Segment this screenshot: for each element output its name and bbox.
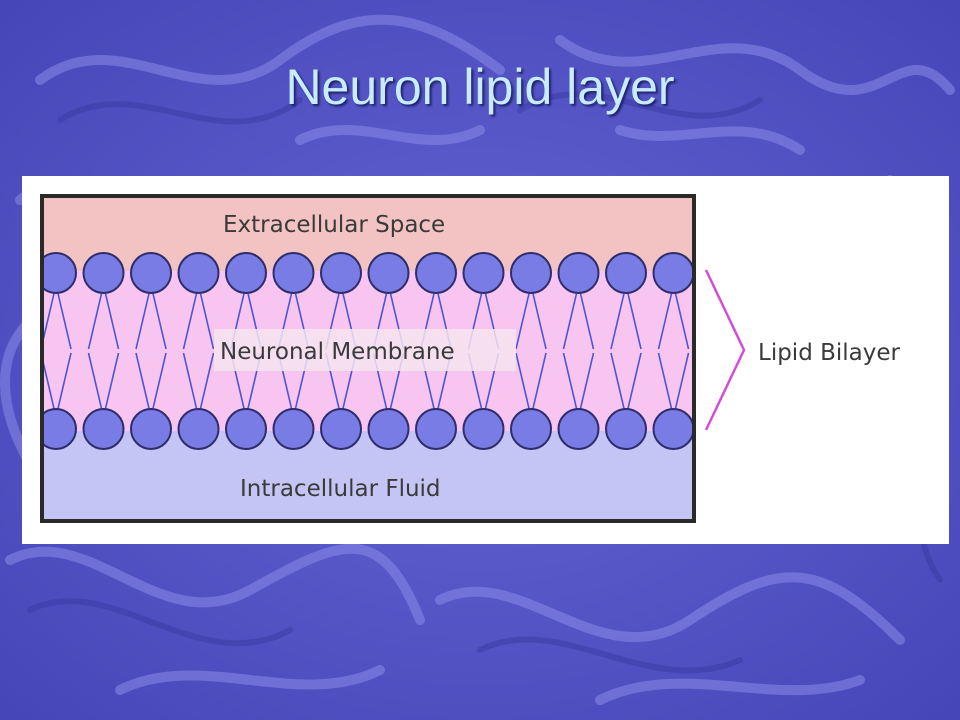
lipid-head [652,408,694,450]
lipid-head [42,408,77,450]
lipid-tail [610,284,627,350]
lipid-tail [562,284,580,350]
intracellular-fluid-label: Intracellular Fluid [240,476,441,502]
lipid-head [177,408,220,450]
lipid-head [130,408,172,450]
diagram-border [40,194,696,523]
lipid-head [415,252,457,294]
lipid-head [652,252,694,294]
lipid-tail [135,284,152,350]
lipid-tail [657,284,675,350]
lipid-head [320,252,362,294]
lipid-bilayer-label: Lipid Bilayer [758,340,901,366]
lipid-tail [87,352,105,418]
lipid-head [272,252,315,294]
lipid-head [557,408,600,450]
lipid-tail [182,352,200,418]
lipid-tail [625,352,642,418]
neuronal-membrane-label: Neuronal Membrane [220,339,455,365]
lipid-tail [562,352,580,418]
extracellular-space-label: Extracellular Space [223,212,445,238]
lipid-head [225,252,267,294]
lipid-head [177,252,220,294]
lipid-tail [657,352,675,418]
lipid-head [82,408,125,450]
lipid-tail [55,284,72,350]
lipid-tail [197,284,215,350]
lipid-tail [135,352,152,418]
lipid-head [462,252,505,294]
lipid-tail [102,284,120,350]
lipid-head [605,408,647,450]
lipid-tail [610,352,627,418]
lipid-head [42,252,77,294]
lipid-molecules [42,252,694,450]
lipid-tail [87,284,105,350]
lipid-tail [577,284,595,350]
lipid-tail [577,352,595,418]
lipid-tail [515,352,532,418]
lipid-head [510,408,552,450]
lipid-head [415,408,457,450]
lipid-tail [625,284,642,350]
lipid-tail [530,284,547,350]
lipid-head [462,408,505,450]
lipid-bilayer-figure: Extracellular Space Neuronal Membrane In… [22,176,949,544]
lipid-tail [150,352,167,418]
lipid-head [225,408,267,450]
lipid-head [605,252,647,294]
lipid-head [557,252,600,294]
lipid-head [320,408,362,450]
lipid-bilayer-bracket [704,269,746,431]
lipid-tail [55,352,72,418]
membrane-label-background [214,329,516,371]
lipid-tail [102,352,120,418]
lipid-head [272,408,315,450]
lipid-tail [197,352,215,418]
lipid-head [130,252,172,294]
lipid-tail [515,284,532,350]
lipid-head [510,252,552,294]
lipid-head [367,408,410,450]
lipid-tail [182,284,200,350]
lipid-tail [530,352,547,418]
lipid-head [82,252,125,294]
lipid-bilayer-diagram: Extracellular Space Neuronal Membrane In… [40,194,901,523]
lipid-tail [672,352,690,418]
lipid-tail [672,284,690,350]
lipid-tail [150,284,167,350]
slide-title: Neuron lipid layer [285,59,675,115]
lipid-head [367,252,410,294]
